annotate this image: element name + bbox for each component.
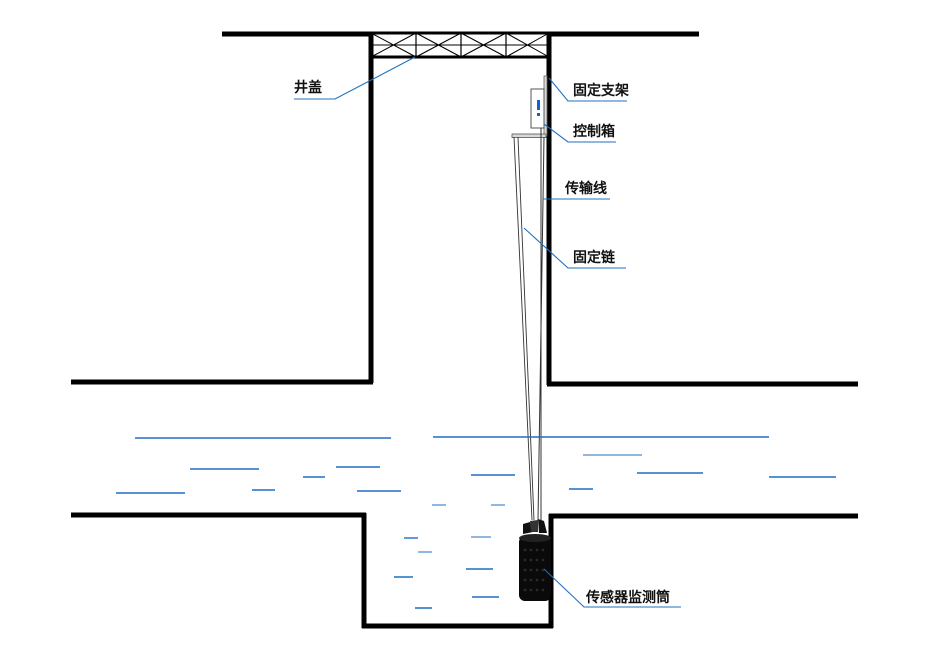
fixed-chain [513,136,535,521]
label-transmission-line: 传输线 [565,181,607,197]
leader-sensor-tube [543,568,681,608]
leader-well-cover [294,56,416,100]
sensor-tube [519,519,551,601]
water-lines [116,436,836,609]
leader-fixed-bracket [548,77,627,102]
label-sensor-tube: 传感器监测筒 [586,590,670,606]
exclamation-icon [537,100,540,110]
label-well-cover: 井盖 [294,80,322,96]
control-box [530,88,545,129]
label-fixed-chain: 固定链 [573,250,615,266]
well-cover [370,31,550,59]
label-control-box: 控制箱 [573,124,615,140]
shaft-walls [71,31,858,629]
leader-lines [294,56,681,608]
leader-control-box [543,123,616,143]
label-fixed-bracket: 固定支架 [573,83,629,99]
leader-fixed-chain [523,227,626,269]
transmission-line [537,128,545,521]
